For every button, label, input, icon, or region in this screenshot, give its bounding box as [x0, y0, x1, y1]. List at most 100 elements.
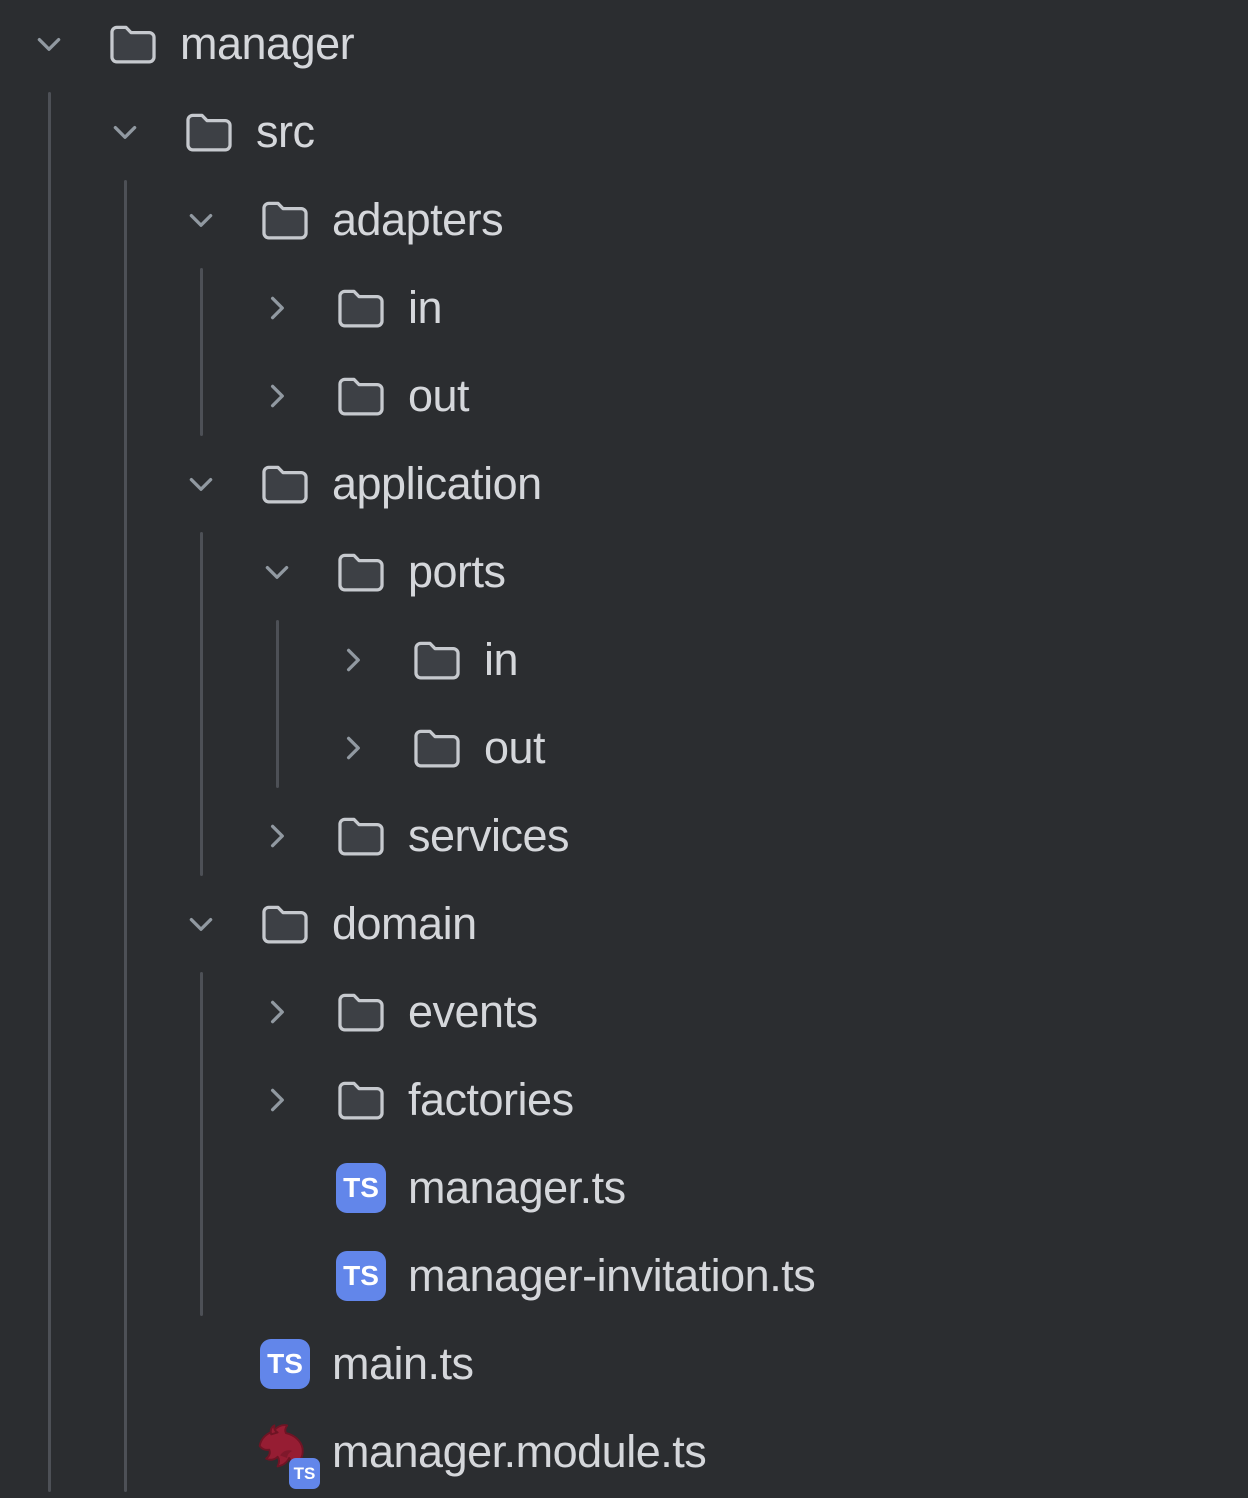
tree-item-src[interactable]: src — [0, 88, 1248, 176]
typescript-file-icon: TS — [260, 1339, 310, 1389]
tree-item-events[interactable]: events — [0, 968, 1248, 1056]
icon-box: TS — [256, 1421, 320, 1489]
tree-item-label: out — [408, 370, 470, 421]
icon-box — [104, 13, 162, 75]
tree-children: in out — [0, 616, 1248, 792]
chevron-right-icon[interactable] — [256, 287, 298, 329]
chevron-box — [179, 1342, 223, 1386]
tree-item-in[interactable]: in — [0, 616, 1248, 704]
chevron-box[interactable] — [255, 374, 299, 418]
folder-icon — [338, 289, 384, 328]
chevron-right-icon[interactable] — [256, 375, 298, 417]
tree-item-label: in — [408, 282, 443, 333]
tree-children: in out — [0, 264, 1248, 440]
icon-box — [332, 541, 390, 603]
tree-item-label: application — [332, 458, 542, 509]
tree-item-domain[interactable]: domain — [0, 880, 1248, 968]
chevron-down-icon[interactable] — [180, 463, 222, 505]
chevron-right-icon[interactable] — [256, 1079, 298, 1121]
tree-item-manager-invitation-ts[interactable]: TS manager-invitation.ts — [0, 1232, 1248, 1320]
chevron-box[interactable] — [103, 110, 147, 154]
tree-item-manager[interactable]: manager — [0, 0, 1248, 88]
tree-node: out — [0, 352, 1248, 440]
icon-box: TS — [332, 1157, 390, 1219]
icon-box — [256, 453, 314, 515]
tree-item-label: manager — [180, 18, 355, 69]
chevron-box[interactable] — [179, 198, 223, 242]
chevron-box[interactable] — [255, 814, 299, 858]
chevron-right-icon[interactable] — [332, 727, 374, 769]
chevron-right-icon[interactable] — [256, 991, 298, 1033]
chevron-box[interactable] — [179, 462, 223, 506]
tree-node: in — [0, 616, 1248, 704]
typescript-file-icon: TS — [336, 1163, 386, 1213]
tree-node: out — [0, 704, 1248, 792]
icon-box — [180, 101, 238, 163]
folder-icon — [338, 553, 384, 592]
tree-children: events factories TS manager.ts TS manage… — [0, 968, 1248, 1320]
icon-box — [332, 1069, 390, 1131]
tree-item-application[interactable]: application — [0, 440, 1248, 528]
tree-item-label: services — [408, 810, 570, 861]
tree-node: events — [0, 968, 1248, 1056]
chevron-box — [255, 1254, 299, 1298]
chevron-down-icon[interactable] — [28, 23, 70, 65]
tree-item-label: adapters — [332, 194, 504, 245]
icon-box — [256, 189, 314, 251]
chevron-right-icon[interactable] — [256, 815, 298, 857]
chevron-box[interactable] — [27, 22, 71, 66]
chevron-down-icon[interactable] — [104, 111, 146, 153]
icon-box — [332, 277, 390, 339]
tree-item-manager-ts[interactable]: TS manager.ts — [0, 1144, 1248, 1232]
chevron-box[interactable] — [179, 902, 223, 946]
tree-children: ports in out services — [0, 528, 1248, 880]
tree-item-label: factories — [408, 1074, 574, 1125]
tree-item-label: events — [408, 986, 538, 1037]
tree-node: TS manager.ts — [0, 1144, 1248, 1232]
tree-node: src adapters in out application — [0, 88, 1248, 1496]
icon-box: TS — [256, 1333, 314, 1395]
chevron-box[interactable] — [331, 726, 375, 770]
tree-node: TS manager.module.ts — [0, 1408, 1248, 1496]
tree-item-label: src — [256, 106, 315, 157]
chevron-box[interactable] — [255, 550, 299, 594]
tree-item-in[interactable]: in — [0, 264, 1248, 352]
typescript-file-icon: TS — [289, 1458, 320, 1489]
chevron-down-icon[interactable] — [180, 903, 222, 945]
tree-node: domain events factories TS manager.ts TS… — [0, 880, 1248, 1320]
tree-item-label: ports — [408, 546, 506, 597]
tree-item-label: domain — [332, 898, 477, 949]
tree-item-label: manager-invitation.ts — [408, 1250, 816, 1301]
tree-item-adapters[interactable]: adapters — [0, 176, 1248, 264]
chevron-box[interactable] — [255, 286, 299, 330]
folder-icon — [414, 729, 460, 768]
tree-children: src adapters in out application — [0, 88, 1248, 1496]
chevron-down-icon[interactable] — [180, 199, 222, 241]
chevron-down-icon[interactable] — [256, 551, 298, 593]
chevron-box[interactable] — [255, 990, 299, 1034]
tree-node: in — [0, 264, 1248, 352]
tree-item-services[interactable]: services — [0, 792, 1248, 880]
chevron-right-icon[interactable] — [332, 639, 374, 681]
tree-children: adapters in out application ports — [0, 176, 1248, 1496]
icon-box — [332, 981, 390, 1043]
folder-icon — [262, 465, 308, 504]
icon-box — [332, 365, 390, 427]
tree-node: application ports in out services — [0, 440, 1248, 880]
tree-item-ports[interactable]: ports — [0, 528, 1248, 616]
tree-item-out[interactable]: out — [0, 352, 1248, 440]
tree-item-label: manager.ts — [408, 1162, 626, 1213]
tree-node: ports in out — [0, 528, 1248, 792]
tree-node: adapters in out — [0, 176, 1248, 440]
chevron-box[interactable] — [255, 1078, 299, 1122]
folder-icon — [262, 905, 308, 944]
chevron-box[interactable] — [331, 638, 375, 682]
tree-item-manager-module-ts[interactable]: TS manager.module.ts — [0, 1408, 1248, 1496]
tree-item-out[interactable]: out — [0, 704, 1248, 792]
folder-icon — [338, 1081, 384, 1120]
folder-icon — [338, 817, 384, 856]
tree-item-main-ts[interactable]: TS main.ts — [0, 1320, 1248, 1408]
tree-item-factories[interactable]: factories — [0, 1056, 1248, 1144]
